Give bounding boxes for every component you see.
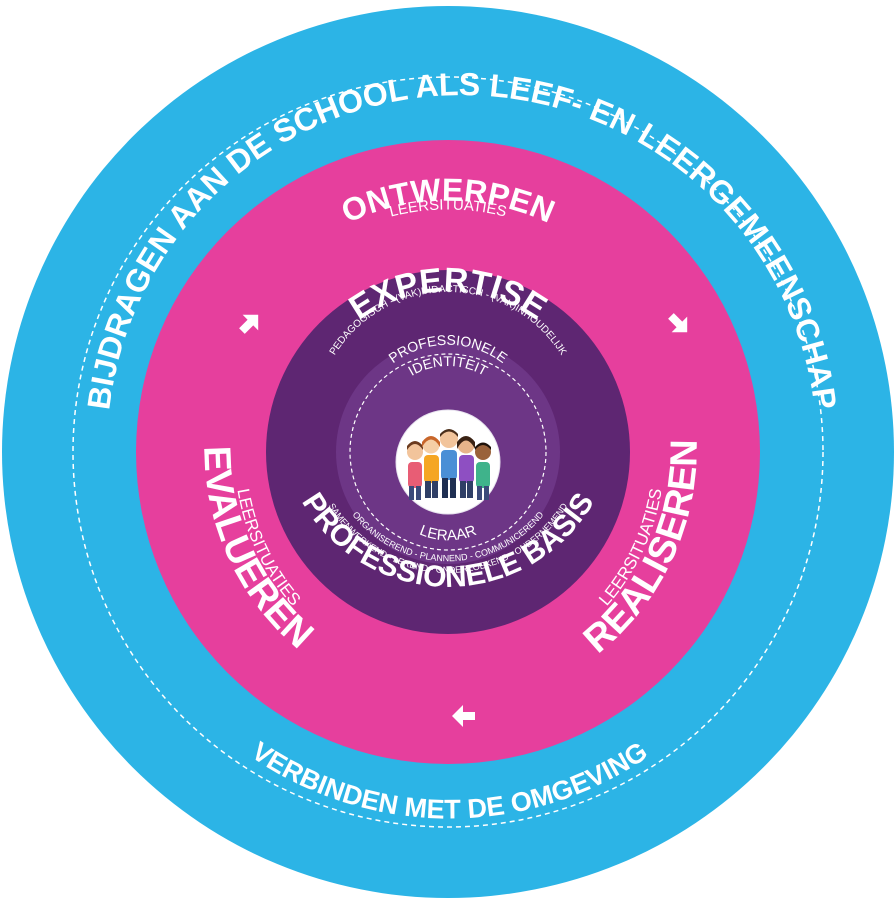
- student-figure: [440, 429, 458, 498]
- arrow-down-right-icon: [668, 313, 688, 333]
- arrow-up-right-icon: [239, 314, 259, 334]
- student-figure: [407, 441, 423, 500]
- core-dashed-border: [349, 353, 547, 551]
- leraar-label: LERAAR: [417, 522, 478, 544]
- arrow-left-icon: [452, 705, 475, 727]
- student-figure: [422, 436, 440, 498]
- svg-text:LERAAR: LERAAR: [417, 522, 478, 544]
- student-figure: [475, 442, 491, 500]
- students-illustration: [395, 409, 501, 515]
- student-figure: [457, 436, 475, 498]
- outer-ring-dashed-border: [72, 76, 824, 828]
